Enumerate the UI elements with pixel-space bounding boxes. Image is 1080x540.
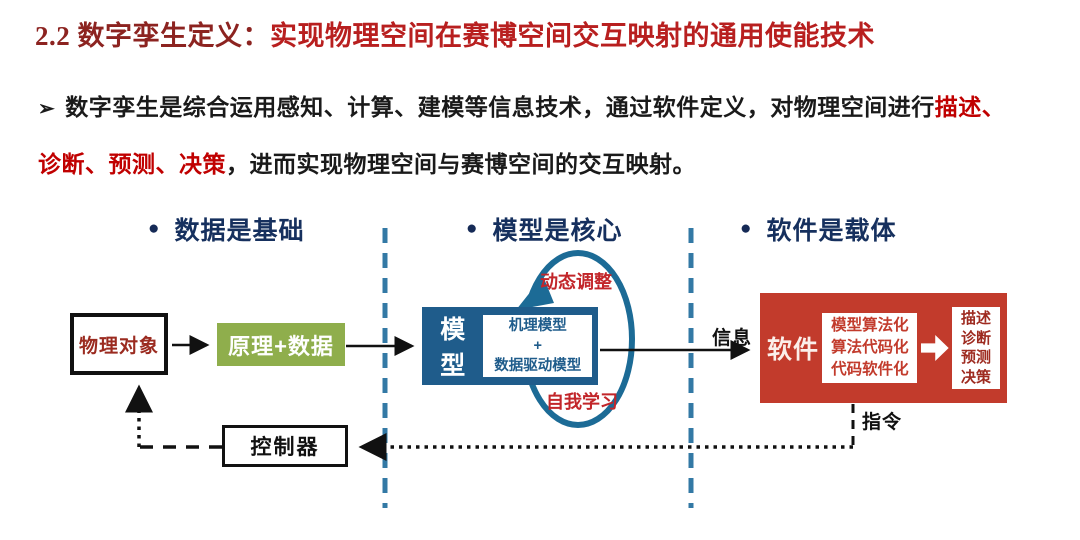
self-learning-label: 自我学习 [546,392,618,412]
bullet-icon: ● [148,218,161,239]
controller-box: 控制器 [222,425,348,467]
software-label: 软件 [767,336,820,364]
arrow-bullet-icon: ➢ [38,98,56,120]
intro-paragraph: ➢ 数字孪生是综合运用感知、计算、建模等信息技术，通过软件定义，对物理空间进行描述… [38,80,1058,192]
software-box: 软件 模型算法化 算法代码化 代码软件化 描述 诊断 预测 决策 [760,293,1007,403]
software-output-4: 决策 [960,368,991,386]
page-title: 2.2 数字孪生定义：实现物理空间在赛博空间交互映射的通用使能技术 [35,14,1045,53]
principle-data-label: 原理+数据 [228,333,334,359]
software-output-3: 预测 [960,349,991,366]
model-inner-line2: + [533,338,542,354]
software-step-arrow-icon [920,335,949,361]
software-step-3: 代码软件化 [831,361,909,378]
loop-arrowhead-icon [516,276,554,310]
software-steps-box: 模型算法化 算法代码化 代码软件化 [822,313,918,383]
bullet-icon: ● [740,218,753,239]
software-output-1: 描述 [960,310,991,327]
model-inner-box: 机理模型 + 数据驱动模型 [483,315,592,377]
section-header-data: ● 数据是基础 [148,211,305,247]
section-header-model: ● 模型是核心 [466,211,623,247]
section-label-software: 软件是载体 [766,217,897,245]
software-step-1: 模型算法化 [831,317,909,334]
controller-label: 控制器 [250,436,320,459]
section-label-model: 模型是核心 [492,217,623,245]
info-label: 信息 [712,328,753,349]
model-box: 模型 机理模型 + 数据驱动模型 [422,307,598,385]
intro-highlight-1: 描述、 [934,94,1006,120]
intro-text-black-2: ，进而实现物理空间与赛博空间的交互映射。 [226,151,696,177]
intro-highlight-2: 诊断、预测、决策 [38,151,226,177]
section-header-software: ● 软件是载体 [740,211,897,247]
model-label: 模型 [440,316,467,380]
intro-text-black-1: 数字孪生是综合运用感知、计算、建模等信息技术，通过软件定义，对物理空间进行 [65,94,935,120]
command-label: 指令 [862,412,903,433]
principle-data-box: 原理+数据 [217,323,345,366]
physical-object-box: 物理对象 [70,313,168,375]
software-step-2: 算法代码化 [831,339,909,356]
title-highlight: 实现物理空间在赛博空间交互映射的通用使能技术 [270,21,875,51]
intro-line-2: 诊断、预测、决策，进而实现物理空间与赛博空间的交互映射。 [38,137,1058,192]
model-inner-line1: 机理模型 [508,318,567,334]
title-prefix: 2.2 数字孪生定义： [35,21,270,51]
intro-line-1: ➢ 数字孪生是综合运用感知、计算、建模等信息技术，通过软件定义，对物理空间进行描述… [38,80,1058,137]
bullet-icon: ● [466,218,479,239]
model-inner-line3: 数据驱动模型 [494,358,582,374]
dynamic-adjust-label: 动态调整 [540,272,612,292]
section-label-data: 数据是基础 [174,217,305,245]
physical-object-label: 物理对象 [78,335,159,357]
software-output-2: 诊断 [960,329,991,347]
software-outputs-box: 描述 诊断 预测 决策 [952,307,1000,389]
